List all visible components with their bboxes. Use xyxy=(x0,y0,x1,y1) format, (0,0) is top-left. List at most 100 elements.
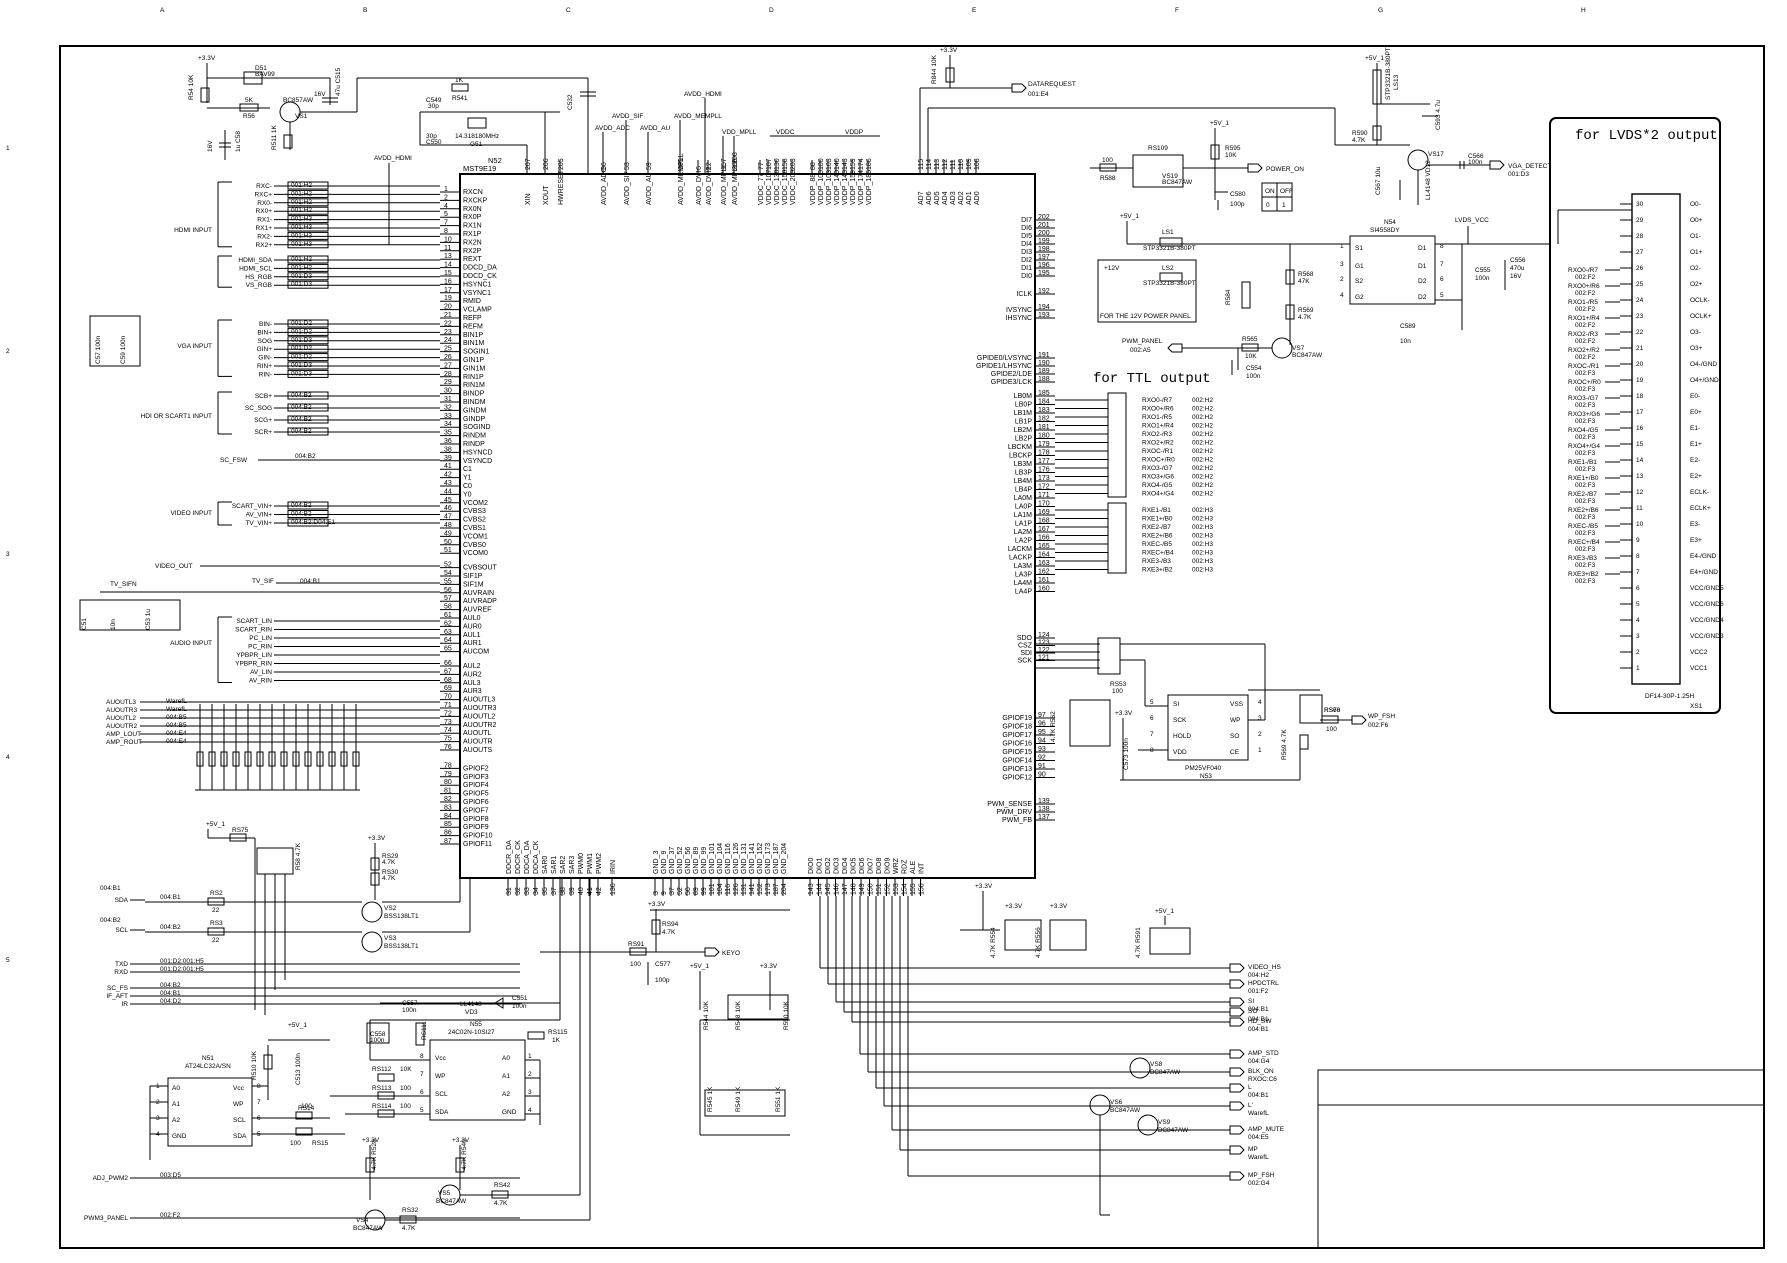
ic-pin-label: AUOUTR3 xyxy=(463,705,497,712)
ic-pin-label: DI3 xyxy=(1021,249,1032,256)
ic-pin-number: 72 xyxy=(444,710,452,717)
svg-text:+3.3V: +3.3V xyxy=(452,1137,470,1144)
connector-pin-number: 29 xyxy=(1636,217,1644,224)
signal-label: PWM3_PANEL xyxy=(84,1215,128,1222)
output-signal-label: SO xyxy=(1248,1008,1257,1015)
xs1-ref: XS1 xyxy=(1690,703,1703,710)
ic-pin-label: AUR1 xyxy=(463,640,482,647)
svg-text:002:H2: 002:H2 xyxy=(1192,440,1213,447)
svg-text:+5V_1: +5V_1 xyxy=(1365,55,1384,62)
ic-pin-label: SOGIND xyxy=(463,424,491,431)
ic-pin-label: LA1M xyxy=(1014,512,1032,519)
ic-pin-label: GND_89 xyxy=(693,847,700,874)
ic-pin-number: 152 xyxy=(757,883,764,895)
ic-pin-number: 84 xyxy=(444,813,452,820)
ic-pin-number: 108 xyxy=(974,158,981,170)
connector-pin-number: 17 xyxy=(1636,409,1644,416)
ic-pin-number: 107 xyxy=(766,158,773,170)
ic-pin-label: RX2N xyxy=(463,239,482,246)
svg-text:001:D2:001:H5: 001:D2:001:H5 xyxy=(160,958,204,965)
input-group-label: HDMI INPUT xyxy=(174,227,212,234)
ic-pin-number: 204 xyxy=(781,883,788,895)
ic-pin-number: 36 xyxy=(601,162,608,170)
ic-pin-number: 203 xyxy=(790,158,797,170)
svg-text:R510 10K: R510 10K xyxy=(251,1050,258,1080)
connector-pin-number: 20 xyxy=(1636,361,1644,368)
ic-pin-number: 165 xyxy=(1038,543,1050,550)
svg-text:VDD_MPLL: VDD_MPLL xyxy=(722,129,757,136)
video-out-label: VIDEO_OUT xyxy=(155,563,193,570)
svg-text:VDDC: VDDC xyxy=(776,129,795,136)
ic-pin-label: AVDD_DVI xyxy=(696,170,703,205)
svg-text:1: 1 xyxy=(1258,747,1262,754)
connector-pin-number: 8 xyxy=(1636,553,1640,560)
input-signal-label: HDMI_SDA xyxy=(238,257,272,264)
ic-pin-number: 65 xyxy=(444,646,452,653)
top-left-circuit: +3.3V D51 BAV99 R54 10K 5K R56 BC857AW V… xyxy=(188,55,596,174)
sc-fsw-label: SC_FSW xyxy=(220,457,248,464)
connector-pin-label: ECLK- xyxy=(1690,489,1709,496)
connector-pin-label: E2+ xyxy=(1690,473,1702,480)
ic-pin-label: GND_187 xyxy=(773,843,780,874)
main-ic-n52 xyxy=(459,173,1036,879)
ic-pin-label: SAR1 xyxy=(551,856,558,874)
ic-pin-number: 170 xyxy=(1038,501,1050,508)
svg-text:BSS138LT1: BSS138LT1 xyxy=(384,943,419,950)
input-signal-ref: 001:D3 xyxy=(291,362,312,369)
input-signal-label: TV_VIN+ xyxy=(245,520,272,527)
ic-pin-number: 124 xyxy=(1038,632,1050,639)
ic-pin-number: 24 xyxy=(444,337,452,344)
input-signal-label: SCG+ xyxy=(254,417,272,424)
ic-pin-label: AUR3 xyxy=(463,688,482,695)
ic-pin-label: LB2M xyxy=(1014,427,1032,434)
ic-pin-label: AUOUTR xyxy=(463,739,493,746)
input-signal-label: AV_VIN+ xyxy=(246,512,273,519)
svg-text:FOR THE 12V POWER PANEL: FOR THE 12V POWER PANEL xyxy=(1100,313,1191,320)
audio-out-label: AMP_ROUT xyxy=(106,739,142,746)
ic-pin-number: 94 xyxy=(1038,738,1046,745)
svg-text:+3.3V: +3.3V xyxy=(648,901,666,908)
audio-out-label: AUOUTL3 xyxy=(106,699,136,706)
input-signal-ref: 004:B2 xyxy=(291,404,312,411)
ic-pin-label: DIO6 xyxy=(859,858,866,874)
ic-pin-label: GND_9 xyxy=(661,851,668,874)
svg-text:002:H2: 002:H2 xyxy=(1192,448,1213,455)
main-ic-ref: N52 xyxy=(488,156,502,165)
connector-pin-label: VCC2 xyxy=(1690,649,1708,656)
connector-pin-number: 6 xyxy=(1636,585,1640,592)
ic-pin-number: 152 xyxy=(885,883,892,895)
ic-pin-label: GND_152 xyxy=(757,843,764,874)
ic-pin-label: SAR2 xyxy=(560,856,567,874)
ic-pin-number: 202 xyxy=(1038,214,1050,221)
ic-pin-number: 200 xyxy=(1038,230,1050,237)
ic-pin-label: GND_56 xyxy=(685,847,692,874)
ic-pin-label: RINDP xyxy=(463,441,485,448)
ic-pin-label: REFP xyxy=(463,315,482,322)
svg-text:A0: A0 xyxy=(172,1085,180,1092)
ic-pin-number: 153 xyxy=(893,883,900,895)
ic-pin-label: LA2P xyxy=(1015,538,1032,545)
svg-text:100p: 100p xyxy=(655,977,670,984)
svg-text:47K: 47K xyxy=(1298,278,1310,285)
connector-pin-number: 25 xyxy=(1636,281,1644,288)
connector-pin-number: 5 xyxy=(1636,601,1640,608)
ic-pin-number: 64 xyxy=(444,637,452,644)
ic-pin-label: AUOUTL3 xyxy=(463,697,495,704)
ic-pin-number: 86 xyxy=(444,830,452,837)
input-signal-label: HS_RGB xyxy=(245,274,272,281)
lvds-signal: RXE2+/B6 xyxy=(1568,507,1599,514)
svg-text:10n: 10n xyxy=(1400,338,1411,345)
svg-text:3: 3 xyxy=(1340,261,1344,268)
ic-pin-label: LB4M xyxy=(1014,478,1032,485)
input-signal-label: RXC- xyxy=(256,183,272,190)
ic-pin-label: AVDD_ADC xyxy=(601,167,608,205)
input-signal-ref: 001:D2 xyxy=(291,320,312,327)
svg-text:D1: D1 xyxy=(1418,245,1427,252)
output-signal-label: HPDCTRL xyxy=(1248,980,1279,987)
svg-text:6: 6 xyxy=(420,1089,424,1096)
connector-pin-label: O1+ xyxy=(1690,249,1703,256)
svg-text:004:B1: 004:B1 xyxy=(160,990,181,997)
ic-pin-label: XIN xyxy=(525,193,532,205)
